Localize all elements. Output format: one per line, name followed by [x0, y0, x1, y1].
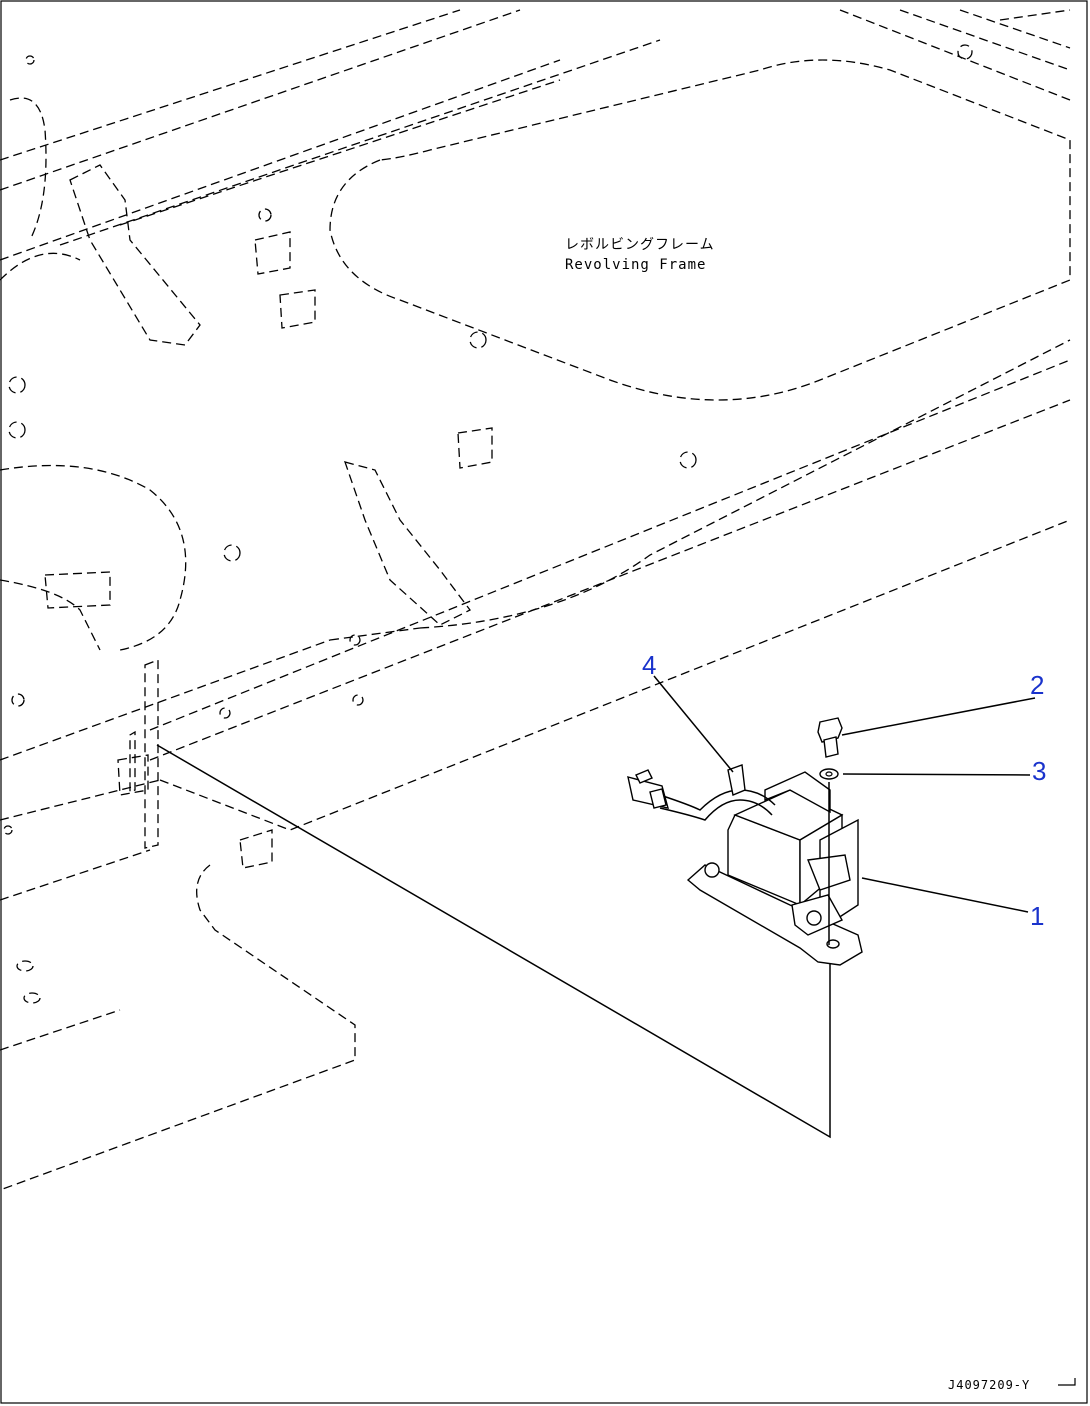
callout-3: 3 — [1032, 756, 1047, 786]
callout-1: 1 — [1030, 901, 1045, 931]
washer — [819, 768, 839, 780]
leader-line-3 — [842, 773, 1031, 776]
bolt — [817, 717, 843, 758]
callout-2: 2 — [1030, 670, 1045, 700]
frame-background — [0, 9, 1071, 1191]
corner-tick — [1058, 1378, 1076, 1386]
leader-line-1 — [861, 877, 1029, 913]
leader-line-4 — [653, 675, 734, 773]
drawing-code: J4097209-Y — [948, 1378, 1031, 1392]
frame-label-japanese: レボルビングフレーム — [565, 237, 715, 253]
frame-label-english: Revolving Frame — [565, 257, 707, 273]
component-assembly — [686, 771, 863, 966]
leader-line-2 — [841, 697, 1036, 736]
wire-harness — [627, 764, 776, 821]
callout-4: 4 — [642, 650, 657, 680]
mounting-leader-line — [156, 744, 831, 1139]
washer-hole — [825, 771, 833, 777]
